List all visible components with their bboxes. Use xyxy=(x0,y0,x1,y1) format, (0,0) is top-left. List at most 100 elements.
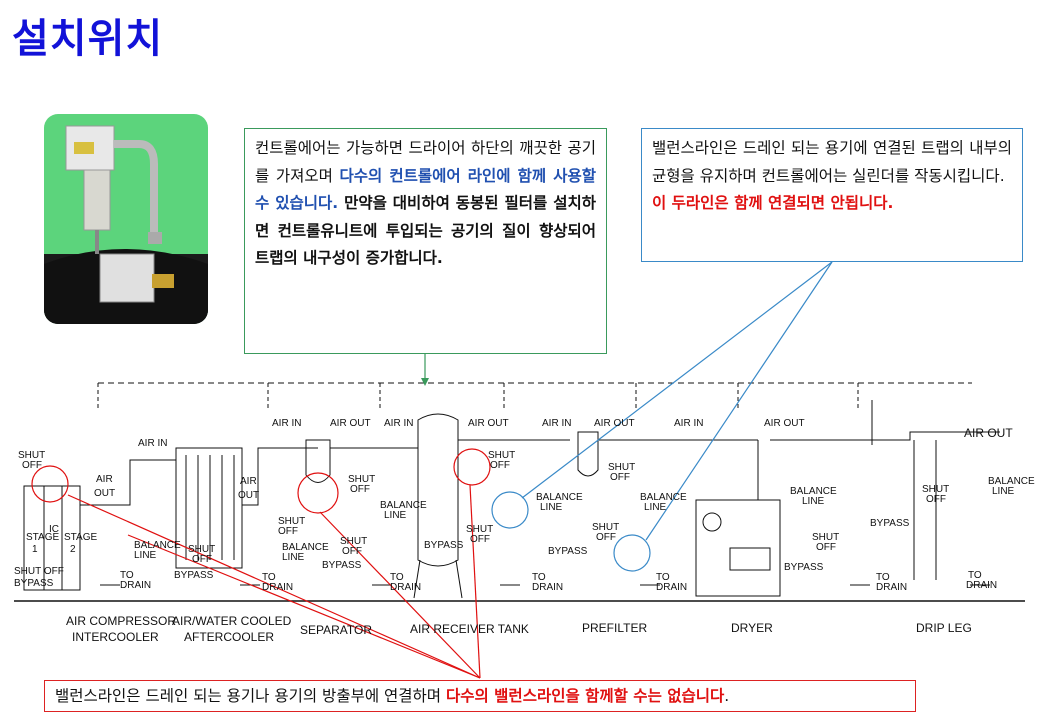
label-shut: SHUT xyxy=(592,522,619,533)
label-to: TO xyxy=(532,572,546,583)
label-shut: SHUT xyxy=(340,536,367,547)
label-air: AIR xyxy=(96,474,113,485)
label-shut: SHUT xyxy=(812,532,839,543)
label-shut: SHUT xyxy=(608,462,635,473)
label-drain: DRAIN xyxy=(532,582,563,593)
label-shut: SHUT xyxy=(466,524,493,535)
label-line: LINE xyxy=(992,486,1015,497)
label-to: TO xyxy=(656,572,670,583)
label-off: OFF xyxy=(278,526,298,537)
label-air-out: AIR OUT xyxy=(594,418,635,429)
label-stage: STAGE xyxy=(64,532,97,543)
label-air-in: AIR IN xyxy=(384,418,413,429)
label-bypass: BYPASS xyxy=(424,540,464,551)
label-off: OFF xyxy=(490,460,510,471)
label-air-in: AIR IN xyxy=(542,418,571,429)
label-drain: DRAIN xyxy=(262,582,293,593)
section-intercooler: INTERCOOLER xyxy=(72,630,159,644)
label-to: TO xyxy=(262,572,276,583)
label-drain: DRAIN xyxy=(656,582,687,593)
control-air-note: 컨트롤에어는 가능하면 드라이어 하단의 깨끗한 공기를 가져오며 다수의 컨트… xyxy=(244,128,607,354)
section-aftercooler: AFTERCOOLER xyxy=(184,630,274,644)
label-to: TO xyxy=(120,570,134,581)
label-shut: SHUT xyxy=(922,484,949,495)
section-aftercooler-type: AIR/WATER COOLED xyxy=(172,614,292,628)
section-prefilter: PREFILTER xyxy=(582,621,647,635)
label-air-out: AIR OUT xyxy=(764,418,805,429)
label-line: LINE xyxy=(384,510,407,521)
label-stage-1: 1 xyxy=(32,544,38,555)
balance-line-note-text: 밸런스라인은 드레인 되는 용기에 연결된 트랩의 내부의 균형을 유지하며 컨… xyxy=(652,139,1012,185)
label-off: OFF xyxy=(926,494,946,505)
label-air-in: AIR IN xyxy=(138,438,167,449)
label-bypass: BYPASS xyxy=(784,562,824,573)
label-balance: BALANCE xyxy=(380,500,427,511)
control-air-note-bold: 만약을 대비하여 동봉된 필터를 설치하면 컨트롤유니트에 투입되는 공기의 질… xyxy=(255,194,596,267)
label-balance: BALANCE xyxy=(790,486,837,497)
label-balance: BALANCE xyxy=(282,542,329,553)
label-to: TO xyxy=(876,572,890,583)
label-air-out: AIR OUT xyxy=(964,426,1013,440)
label-shut: SHUT xyxy=(18,450,45,461)
label-bypass: BYPASS xyxy=(322,560,362,571)
label-drain: DRAIN xyxy=(966,580,997,591)
label-line: LINE xyxy=(540,502,563,513)
product-photo xyxy=(44,114,208,324)
balance-line-note: 밸런스라인은 드레인 되는 용기에 연결된 트랩의 내부의 균형을 유지하며 컨… xyxy=(641,128,1023,262)
label-air-in: AIR IN xyxy=(272,418,301,429)
label-off: OFF xyxy=(22,460,42,471)
balance-line-warning: 이 두라인은 함께 연결되면 안됩니다. xyxy=(652,194,894,212)
label-off: OFF xyxy=(596,532,616,543)
label-air-in: AIR IN xyxy=(674,418,703,429)
label-bypass: BYPASS xyxy=(548,546,588,557)
label-shut: SHUT xyxy=(278,516,305,527)
label-drain: DRAIN xyxy=(390,582,421,593)
label-line: LINE xyxy=(644,502,667,513)
label-stage: STAGE xyxy=(26,532,59,543)
label-out: OUT xyxy=(238,490,259,501)
label-off: OFF xyxy=(350,484,370,495)
label-to: TO xyxy=(968,570,982,581)
label-out: OUT xyxy=(94,488,115,499)
label-stage-2: 2 xyxy=(70,544,76,555)
balance-line-rule-warning: 다수의 밸런스라인을 함께할 수는 없습니다 xyxy=(446,687,725,705)
section-drip-leg: DRIP LEG xyxy=(916,621,972,635)
label-air-out: AIR OUT xyxy=(330,418,371,429)
section-receiver-tank: AIR RECEIVER TANK xyxy=(410,622,529,636)
label-balance: BALANCE xyxy=(640,492,687,503)
control-air-note-text: 컨트롤에어는 가능하면 드라이어 하단의 깨끗한 공기를 가져오며 xyxy=(255,139,596,185)
control-air-note-highlight: 다수의 컨트롤에어 라인에 함께 사용할 수 있습니다. xyxy=(255,166,597,213)
label-drain: DRAIN xyxy=(876,582,907,593)
section-separator: SEPARATOR xyxy=(300,623,372,637)
filter-trap-image xyxy=(44,114,208,324)
label-shut-off: SHUT OFF xyxy=(14,566,64,577)
label-shut: SHUT xyxy=(188,544,215,555)
label-shut: SHUT xyxy=(348,474,375,485)
label-balance: BALANCE xyxy=(536,492,583,503)
label-line: LINE xyxy=(282,552,305,563)
section-dryer: DRYER xyxy=(731,621,773,635)
label-shut: SHUT xyxy=(488,450,515,461)
page-title: 설치위치 xyxy=(12,16,164,62)
section-air-compressor: AIR COMPRESSOR xyxy=(66,614,176,628)
label-bypass: BYPASS xyxy=(14,578,54,589)
label-off: OFF xyxy=(192,554,212,565)
label-bypass: BYPASS xyxy=(174,570,214,581)
balance-line-rule-text: 밸런스라인은 드레인 되는 용기나 용기의 방출부에 연결하며 xyxy=(55,687,446,705)
label-line: LINE xyxy=(134,550,157,561)
label-balance: BALANCE xyxy=(134,540,181,551)
label-bypass: BYPASS xyxy=(870,518,910,529)
label-balance: BALANCE xyxy=(988,476,1035,487)
balance-line-rule-end: . xyxy=(724,687,730,705)
label-line: LINE xyxy=(802,496,825,507)
label-ic: IC xyxy=(49,524,59,535)
label-air: AIR xyxy=(240,476,257,487)
label-to: TO xyxy=(390,572,404,583)
label-air-out: AIR OUT xyxy=(468,418,509,429)
label-drain: DRAIN xyxy=(120,580,151,591)
label-off: OFF xyxy=(342,546,362,557)
balance-line-rule: 밸런스라인은 드레인 되는 용기나 용기의 방출부에 연결하며 다수의 밸런스라… xyxy=(44,680,916,712)
label-off: OFF xyxy=(470,534,490,545)
label-off: OFF xyxy=(816,542,836,553)
